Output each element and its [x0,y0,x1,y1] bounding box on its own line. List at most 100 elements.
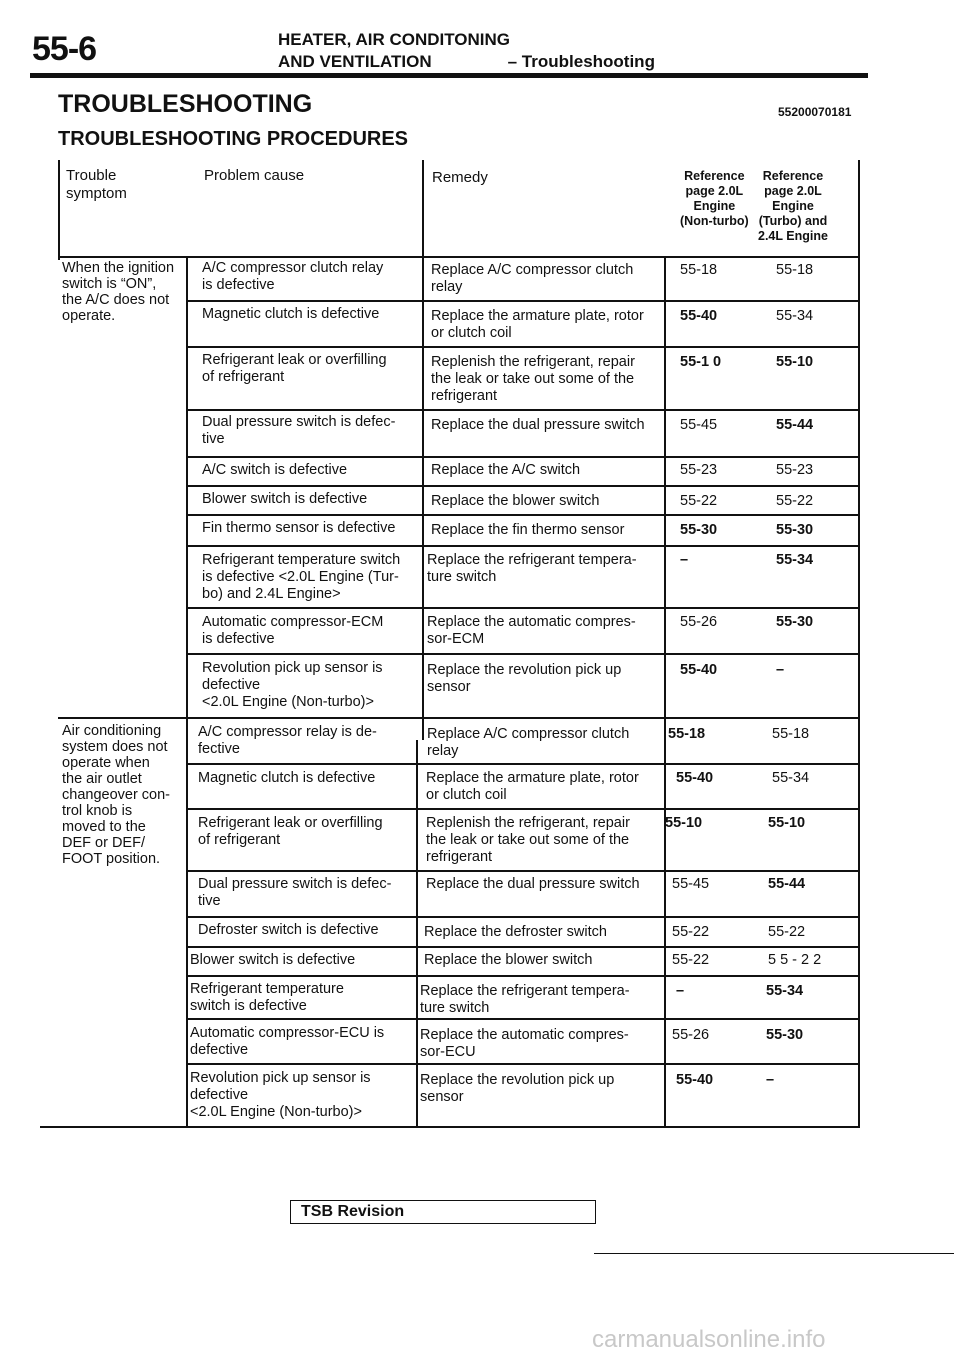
reference-turbo: 55-34 [776,552,814,568]
remedy: Replace the revolution pick up sensor [427,662,622,695]
reference-nonturbo: 55-10 [665,815,703,831]
header-problem-cause: Problem cause [204,167,305,184]
reference-nonturbo: 55-18 [680,262,718,278]
problem-cause: Revolution pick up sensor is defective <… [202,660,383,710]
row-divider [186,514,860,516]
problem-cause: Automatic compressor-ECM is defective [202,614,384,647]
reference-turbo: 55-23 [776,462,814,478]
row-divider [186,300,860,302]
problem-cause: Refrigerant temperature switch is defect… [202,552,401,602]
trouble-symptom: Air conditioning system does not operate… [62,723,171,867]
footer-rule [594,1253,954,1254]
row-divider [186,916,860,918]
remedy: Replace the automatic compres- sor-ECU [420,1027,629,1060]
reference-turbo: 55-22 [776,493,814,509]
reference-turbo: 55-44 [768,876,806,892]
remedy: Replace the revolution pick up sensor [420,1072,615,1105]
remedy: Replace the armature plate, rotor or clu… [431,308,644,341]
problem-cause: A/C compressor clutch relay is defective [202,260,384,293]
row-divider [186,946,860,948]
reference-nonturbo: 55-45 [672,876,710,892]
problem-cause: Refrigerant temperature switch is defect… [190,981,344,1014]
column-divider [186,256,188,1126]
row-divider [186,1063,860,1065]
remedy: Replace the A/C switch [431,462,581,478]
reference-nonturbo: 55-18 [668,726,706,742]
row-divider [186,1018,860,1020]
reference-nonturbo: 55-22 [680,493,718,509]
section-title-line2: AND VENTILATION– Troubleshooting [278,52,655,72]
reference-nonturbo: 55-40 [680,308,718,324]
row-divider [186,763,860,765]
reference-nonturbo: – [676,983,685,999]
table-border-left [58,160,60,260]
column-divider [664,256,666,1128]
column-divider [416,740,418,1128]
problem-cause: Defroster switch is defective [198,922,379,938]
symptom-divider [58,717,860,719]
table-header-rule [58,256,860,258]
remedy: Replace the blower switch [431,493,600,509]
problem-cause: A/C compressor relay is de- fective [198,724,377,757]
problem-cause: Blower switch is defective [202,491,368,507]
problem-cause: Dual pressure switch is defec- tive [202,414,396,447]
reference-turbo: – [776,662,785,678]
reference-nonturbo: 55-1 0 [680,354,722,370]
section-heading: TROUBLESHOOTING PROCEDURES [58,128,409,150]
reference-turbo: 55-18 [776,262,814,278]
reference-nonturbo: 55-26 [672,1027,710,1043]
problem-cause: Automatic compressor-ECU is defective [190,1025,385,1058]
remedy: Replace the blower switch [424,952,593,968]
page-number: 55-6 [32,30,97,68]
reference-nonturbo: 55-40 [676,1072,714,1088]
reference-turbo: – [766,1072,775,1088]
reference-turbo: 5 5 - 2 2 [768,952,822,968]
remedy: Replace A/C compressor clutch relay [427,726,630,759]
header-remedy: Remedy [432,169,488,186]
row-divider [186,870,860,872]
remedy: Replace the armature plate, rotor or clu… [426,770,639,803]
table-border-right [858,160,860,1128]
tsb-revision-box: TSB Revision [290,1200,596,1224]
reference-nonturbo: 55-45 [680,417,718,433]
problem-cause: A/C switch is defective [202,462,348,478]
remedy: Replace the fin thermo sensor [431,522,625,538]
remedy: Replace the automatic compres- sor-ECM [427,614,636,647]
reference-nonturbo: 55-26 [680,614,718,630]
reference-nonturbo: 55-23 [680,462,718,478]
row-divider [186,456,860,458]
problem-cause: Blower switch is defective [190,952,356,968]
reference-turbo: 55-30 [766,1027,804,1043]
remedy: Replace the refrigerant tempera- ture sw… [427,552,637,585]
reference-turbo: 55-22 [768,924,806,940]
remedy: Replenish the refrigerant, repair the le… [431,354,635,404]
problem-cause: Magnetic clutch is defective [202,306,380,322]
row-divider [186,485,860,487]
row-divider [186,545,860,547]
reference-nonturbo: 55-22 [672,952,710,968]
reference-turbo: 55-18 [772,726,810,742]
remedy: Replace the refrigerant tempera- ture sw… [420,983,630,1016]
problem-cause: Magnetic clutch is defective [198,770,376,786]
row-divider [186,808,860,810]
reference-turbo: 55-34 [772,770,810,786]
remedy: Replace the dual pressure switch [431,417,645,433]
row-divider [186,653,860,655]
row-divider [186,409,860,411]
column-divider [422,160,424,740]
row-divider [186,607,860,609]
reference-turbo: 55-34 [766,983,804,999]
problem-cause: Fin thermo sensor is defective [202,520,396,536]
trouble-symptom: When the ignition switch is “ON”, the A/… [62,260,175,324]
document-code: 55200070181 [778,105,852,119]
reference-turbo: 55-10 [776,354,814,370]
remedy: Replace A/C compressor clutch relay [431,262,634,295]
problem-cause: Refrigerant leak or overfilling of refri… [202,352,387,385]
reference-nonturbo: – [680,552,689,568]
reference-nonturbo: 55-22 [672,924,710,940]
page-title: TROUBLESHOOTING [58,90,313,118]
header-reference-turbo: Reference page 2.0L Engine (Turbo) and 2… [758,169,828,243]
remedy: Replace the dual pressure switch [426,876,640,892]
reference-turbo: 55-44 [776,417,814,433]
reference-turbo: 55-30 [776,522,814,538]
